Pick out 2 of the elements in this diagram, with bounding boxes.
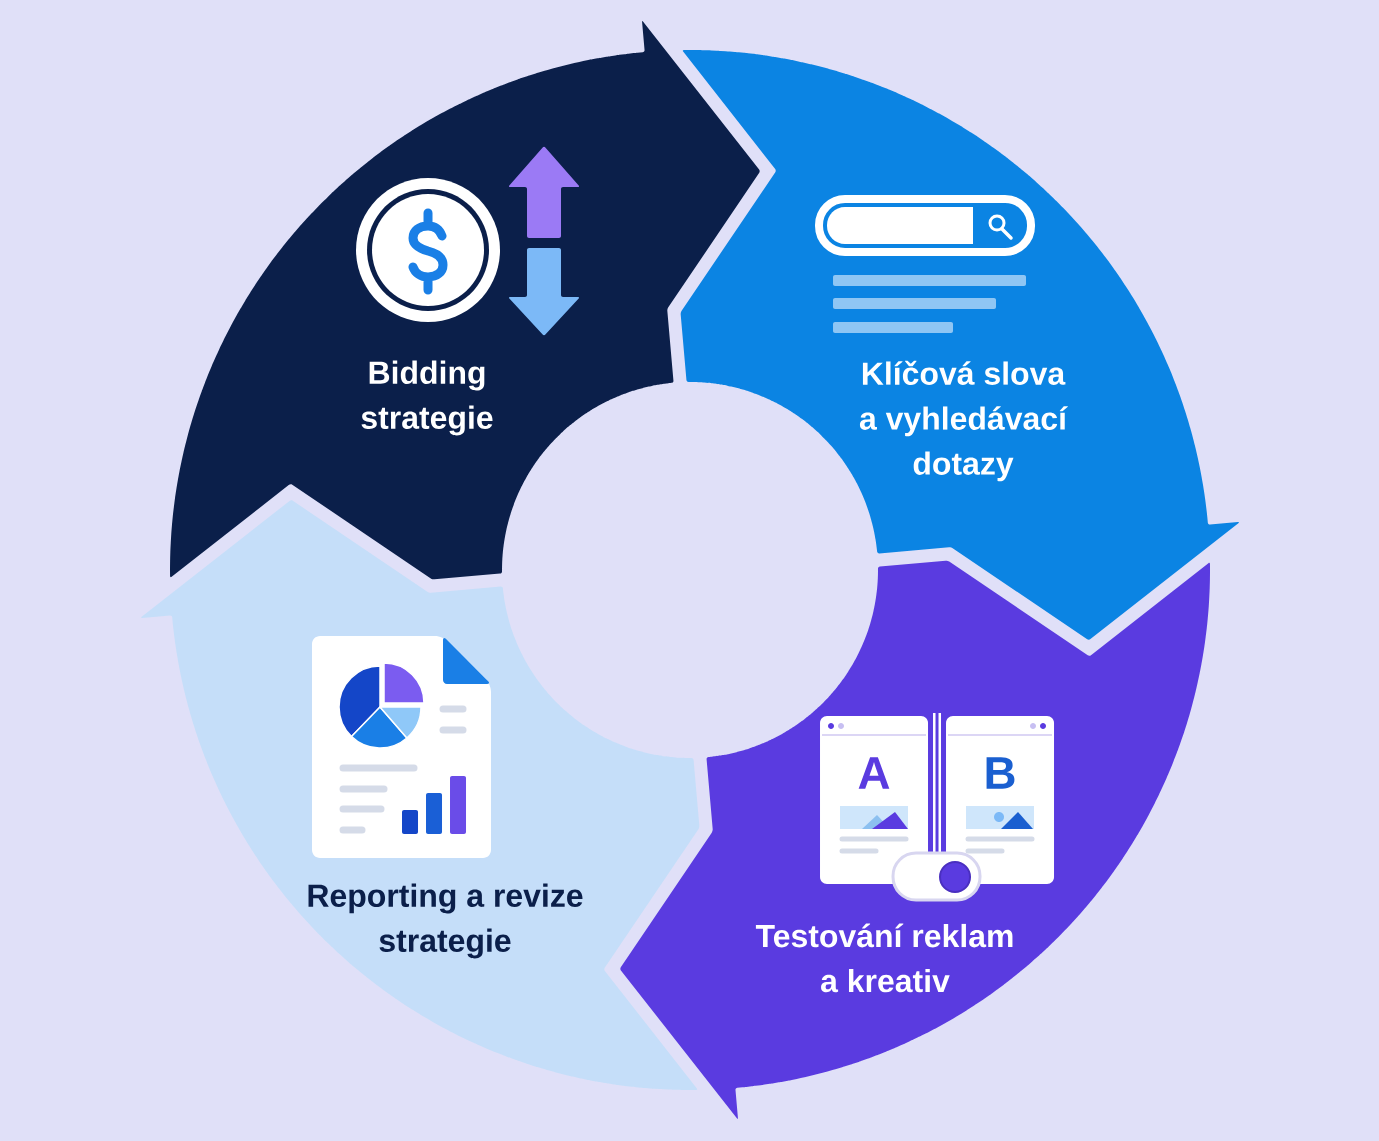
variant-letter: A bbox=[858, 757, 890, 789]
variant-letter: B bbox=[986, 757, 1015, 789]
